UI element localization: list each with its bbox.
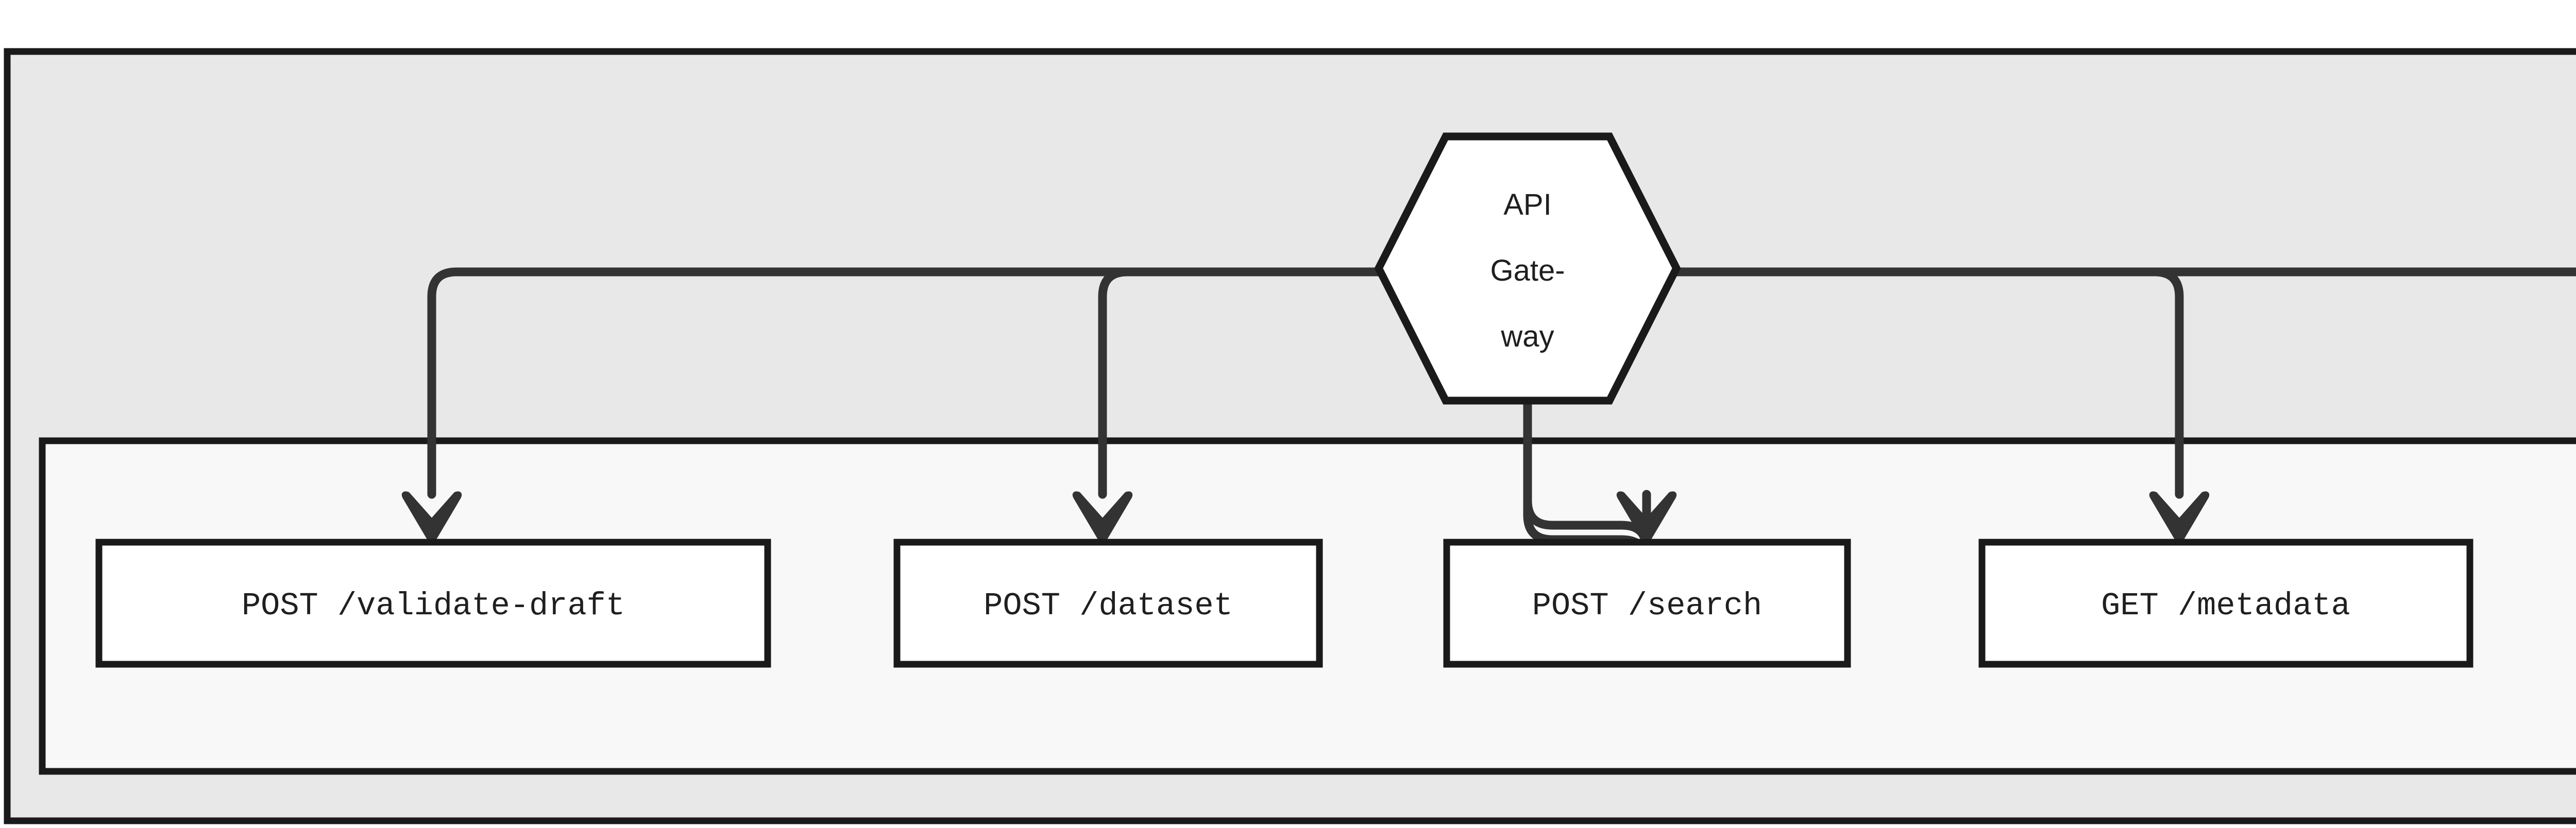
- node-endpoint-dataset[interactable]: POST /dataset: [893, 539, 1323, 668]
- gateway-label-line-2: Gate-: [1490, 254, 1565, 287]
- node-endpoint-search[interactable]: POST /search: [1443, 539, 1851, 668]
- endpoint-box: [893, 539, 1323, 668]
- edge-group: [427, 267, 2576, 569]
- endpoint-label: POST /dataset: [984, 588, 1233, 624]
- node-endpoint-validate-draft[interactable]: POST /validate-draft: [95, 539, 771, 668]
- endpoint-label: POST /search: [1532, 588, 1762, 624]
- node-api-gateway[interactable]: API Gate- way: [1374, 132, 1681, 405]
- endpoint-box: [1443, 539, 1851, 668]
- endpoint-label: GET /metadata: [2101, 588, 2350, 624]
- gateway-label-line-3: way: [1500, 320, 1554, 353]
- endpoint-box: [95, 539, 771, 668]
- endpoint-label: POST /validate-draft: [242, 588, 625, 624]
- edge-gateway-to-validate-draft: [427, 267, 1385, 499]
- endpoint-box: [1978, 539, 2473, 668]
- edge-gateway-to-dataset: [1098, 267, 1385, 499]
- gateway-label-line-1: API: [1503, 188, 1552, 221]
- hexagon-shape: [1374, 132, 1681, 405]
- node-endpoint-metadata[interactable]: GET /metadata: [1978, 539, 2473, 668]
